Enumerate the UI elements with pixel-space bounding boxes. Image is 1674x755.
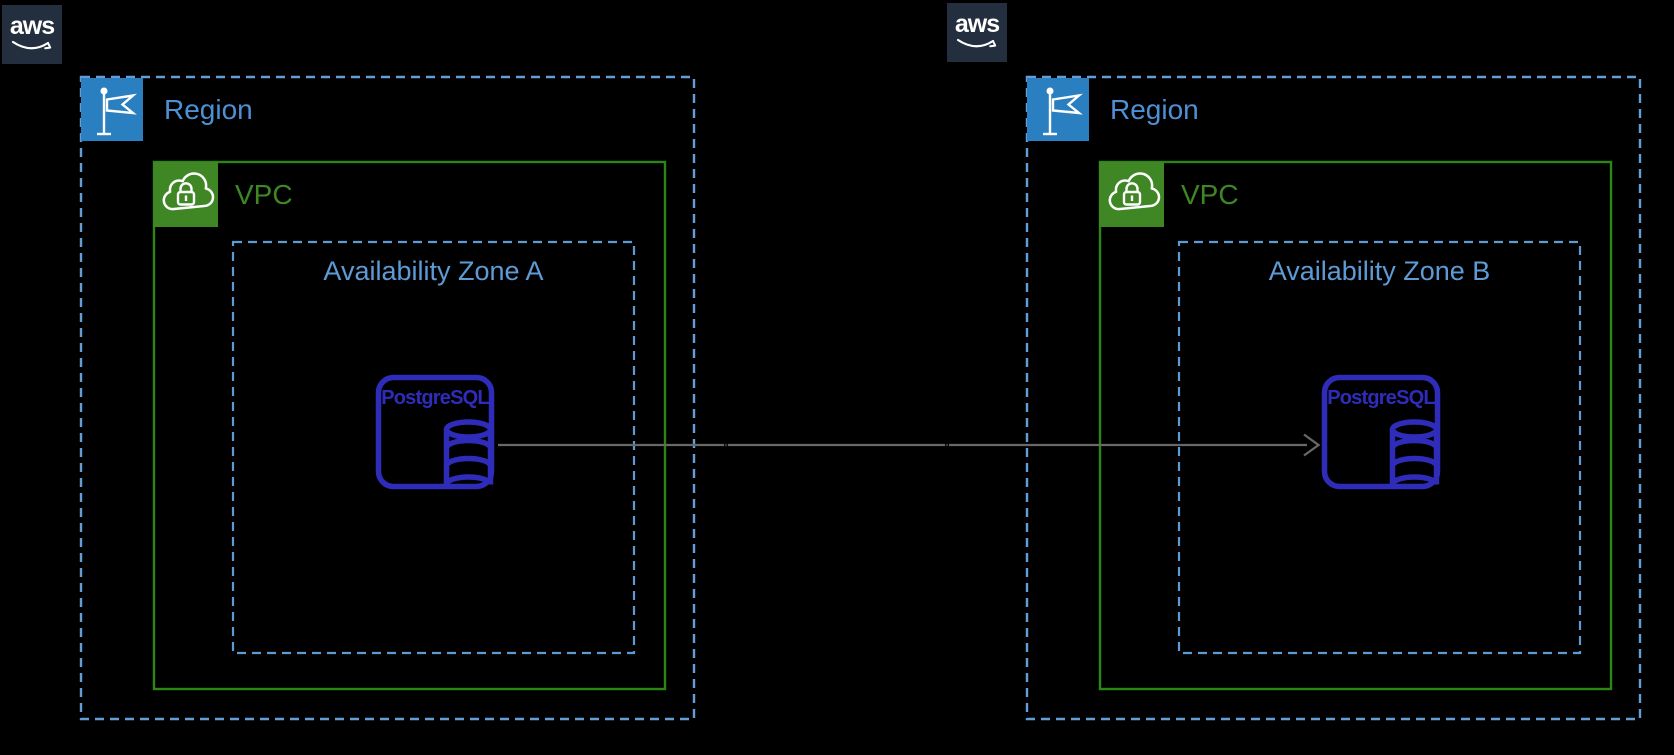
az-a-label: Availability Zone A	[323, 256, 544, 286]
aws-logo-text: aws	[954, 10, 1000, 38]
postgresql-instance-icon: PostgreSQL	[1320, 373, 1444, 495]
region-label: Region	[1110, 93, 1199, 125]
postgresql-glyph	[1321, 374, 1441, 490]
region-flag-glyph	[1043, 87, 1083, 136]
arrow-joint-dot	[724, 443, 728, 447]
database-cylinder-icon	[443, 419, 494, 486]
vpc-1-header: VPC	[153, 162, 293, 227]
vpc-2-border	[1098, 160, 1613, 691]
region-2-header: Region	[1027, 78, 1199, 141]
region-1-header: Region	[81, 78, 253, 141]
replication-arrow	[498, 433, 1321, 457]
region-2-border	[1025, 75, 1642, 721]
vpc-label: VPC	[1181, 178, 1239, 210]
aws-logo: aws	[947, 3, 1007, 62]
vpc-label: VPC	[235, 178, 293, 210]
az-b-label: Availability Zone B	[1268, 256, 1491, 286]
vpc-2-header: VPC	[1099, 162, 1239, 227]
vpc-1-border	[152, 160, 667, 691]
region-flag-glyph	[97, 87, 137, 136]
flag-icon	[1027, 78, 1089, 141]
region-label: Region	[164, 93, 253, 125]
vpc-cloud-glyph	[162, 172, 215, 211]
vpc-cloud-glyph	[1108, 172, 1161, 211]
arrow-joint-dot	[945, 443, 949, 447]
flag-icon	[81, 78, 143, 141]
az-a-border	[231, 240, 636, 655]
az-b-border	[1177, 240, 1582, 655]
postgresql-glyph	[375, 374, 495, 490]
aws-logo-text: aws	[9, 12, 55, 40]
postgresql-instance-icon: PostgreSQL	[374, 373, 498, 495]
database-cylinder-icon	[1389, 419, 1440, 486]
postgresql-label: PostgreSQL	[1327, 387, 1435, 409]
aws-logo: aws	[2, 5, 62, 64]
arrowhead-icon	[1303, 433, 1321, 457]
postgresql-label: PostgreSQL	[381, 387, 489, 409]
aws-smile-icon	[956, 38, 997, 48]
cloud-lock-icon	[153, 162, 218, 227]
cloud-lock-icon	[1099, 162, 1164, 227]
aws-smile-icon	[11, 40, 52, 50]
region-1-border	[79, 75, 696, 721]
